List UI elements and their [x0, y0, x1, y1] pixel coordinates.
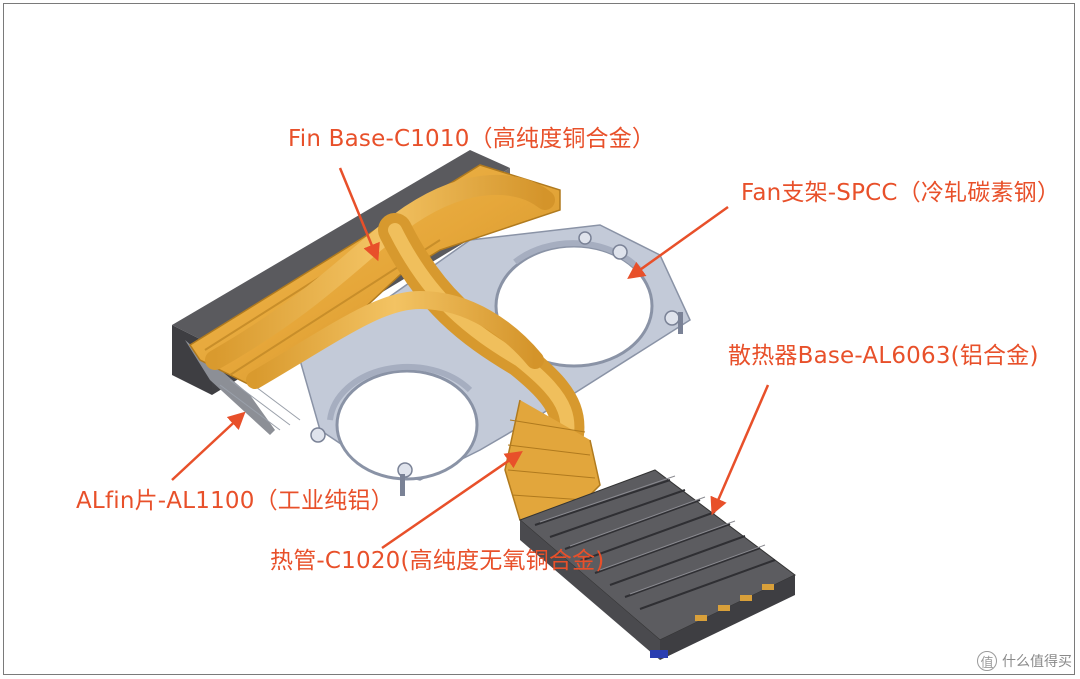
label-heatsink-base: 散热器Base-AL6063(铝合金) — [728, 343, 1039, 369]
right-heatsink-block — [519, 469, 796, 660]
arrow-fan-bracket — [627, 205, 729, 280]
label-fan-bracket: Fan支架-SPCC（冷轧碳素钢） — [741, 180, 1061, 206]
callout-arrows — [171, 167, 770, 550]
label-heat-pipe: 热管-C1020(高纯度无氧铜合金) — [270, 548, 605, 574]
watermark-badge-icon: 值 — [977, 651, 997, 671]
arrow-heatsink-base — [710, 384, 770, 516]
watermark: 值 什么值得买 — [977, 651, 1072, 671]
label-al-fin: ALfin片-AL1100（工业纯铝） — [76, 488, 394, 514]
arrow-heat-pipe — [381, 451, 523, 550]
arrow-fin-base — [338, 167, 380, 262]
watermark-text: 什么值得买 — [1002, 654, 1072, 670]
heat-pipes — [205, 174, 601, 537]
label-fin-base: Fin Base-C1010（高纯度铜合金） — [288, 126, 656, 152]
arrow-al-fin — [171, 411, 246, 481]
